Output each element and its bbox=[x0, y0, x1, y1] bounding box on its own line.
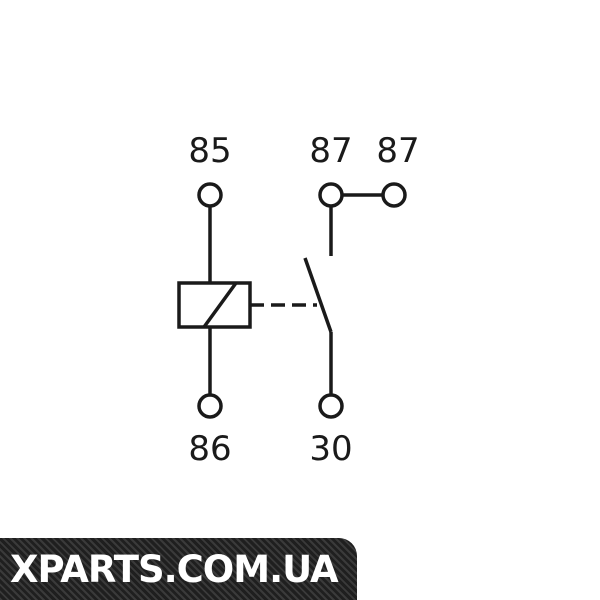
pin-label-87-right: 87 bbox=[376, 131, 419, 171]
pin-label-87-left: 87 bbox=[309, 131, 352, 171]
watermark-banner: XPARTS.COM.UA bbox=[0, 538, 357, 600]
watermark-text: XPARTS.COM.UA bbox=[10, 548, 339, 591]
switch-blade bbox=[303, 257, 333, 333]
terminal-86 bbox=[197, 393, 223, 419]
relay-coil-diagonal bbox=[202, 281, 238, 329]
terminal-85 bbox=[197, 182, 223, 208]
terminal-30 bbox=[318, 393, 344, 419]
pin-label-85: 85 bbox=[188, 131, 231, 171]
terminal-87-left bbox=[318, 182, 344, 208]
pin-label-86: 86 bbox=[188, 429, 231, 469]
terminal-87-right bbox=[381, 182, 407, 208]
relay-coil bbox=[177, 281, 252, 329]
pin-label-30: 30 bbox=[309, 429, 352, 469]
